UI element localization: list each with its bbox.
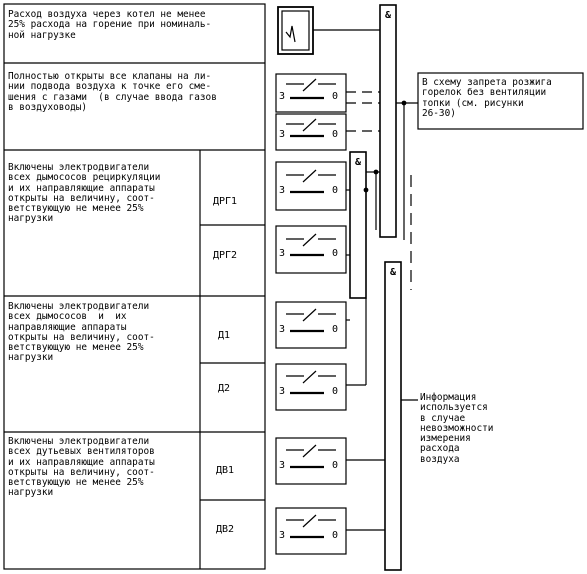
switch-position-0: 0 <box>332 91 339 102</box>
switch-position-3: 3 <box>279 324 286 335</box>
switch-contact-icon <box>286 78 336 100</box>
switch-position-3: 3 <box>279 386 286 397</box>
device-label-dv1: ДВ1 <box>216 465 235 476</box>
switch-contact-icon <box>286 118 336 138</box>
switch-position-0: 0 <box>332 530 339 541</box>
device-label-drg1: ДРГ1 <box>213 196 238 207</box>
switch-contact-icon <box>286 444 336 469</box>
device-label-d2: Д2 <box>218 383 231 394</box>
switch-contact-icon <box>286 308 336 333</box>
condition-valves-open: Полностью открыты все клапаны на ли- нии… <box>8 71 217 113</box>
and-gate-label-middle: & <box>355 157 362 168</box>
info-note: Информация используется в случае невозмо… <box>420 392 494 465</box>
switch-position-3: 3 <box>279 460 286 471</box>
and-gate-label-bottom: & <box>390 267 397 278</box>
condition-blower-fans: Включены электродвигатели всех дутьевых … <box>8 436 155 499</box>
device-label-drg2: ДРГ2 <box>213 250 238 261</box>
output-description: В схему запрета розжига горелок без вент… <box>422 77 552 119</box>
switch-contact-icon <box>286 233 336 257</box>
switch-position-3: 3 <box>279 530 286 541</box>
switch-position-3: 3 <box>279 185 286 196</box>
and-gate-label-top: & <box>385 10 392 21</box>
condition-air-flow: Расход воздуха через котел не менее 25% … <box>8 9 212 41</box>
switch-contact-icon <box>286 514 336 539</box>
switch-position-0: 0 <box>332 185 339 196</box>
switch-position-3: 3 <box>279 91 286 102</box>
condition-recirculation-fans: Включены электродвигатели всех дымососов… <box>8 162 161 225</box>
device-label-d1: Д1 <box>218 330 231 341</box>
device-label-dv2: ДВ2 <box>216 524 235 535</box>
switch-position-0: 0 <box>332 386 339 397</box>
switch-contact-icon <box>286 370 336 395</box>
switch-position-3: 3 <box>279 248 286 259</box>
switch-position-0: 0 <box>332 129 339 140</box>
switch-position-0: 0 <box>332 460 339 471</box>
switch-position-0: 0 <box>332 324 339 335</box>
condition-smoke-exhausters: Включены электродвигатели всех дымососов… <box>8 301 155 364</box>
switch-position-0: 0 <box>332 248 339 259</box>
switch-contact-icon <box>286 169 336 194</box>
switch-position-3: 3 <box>279 129 286 140</box>
